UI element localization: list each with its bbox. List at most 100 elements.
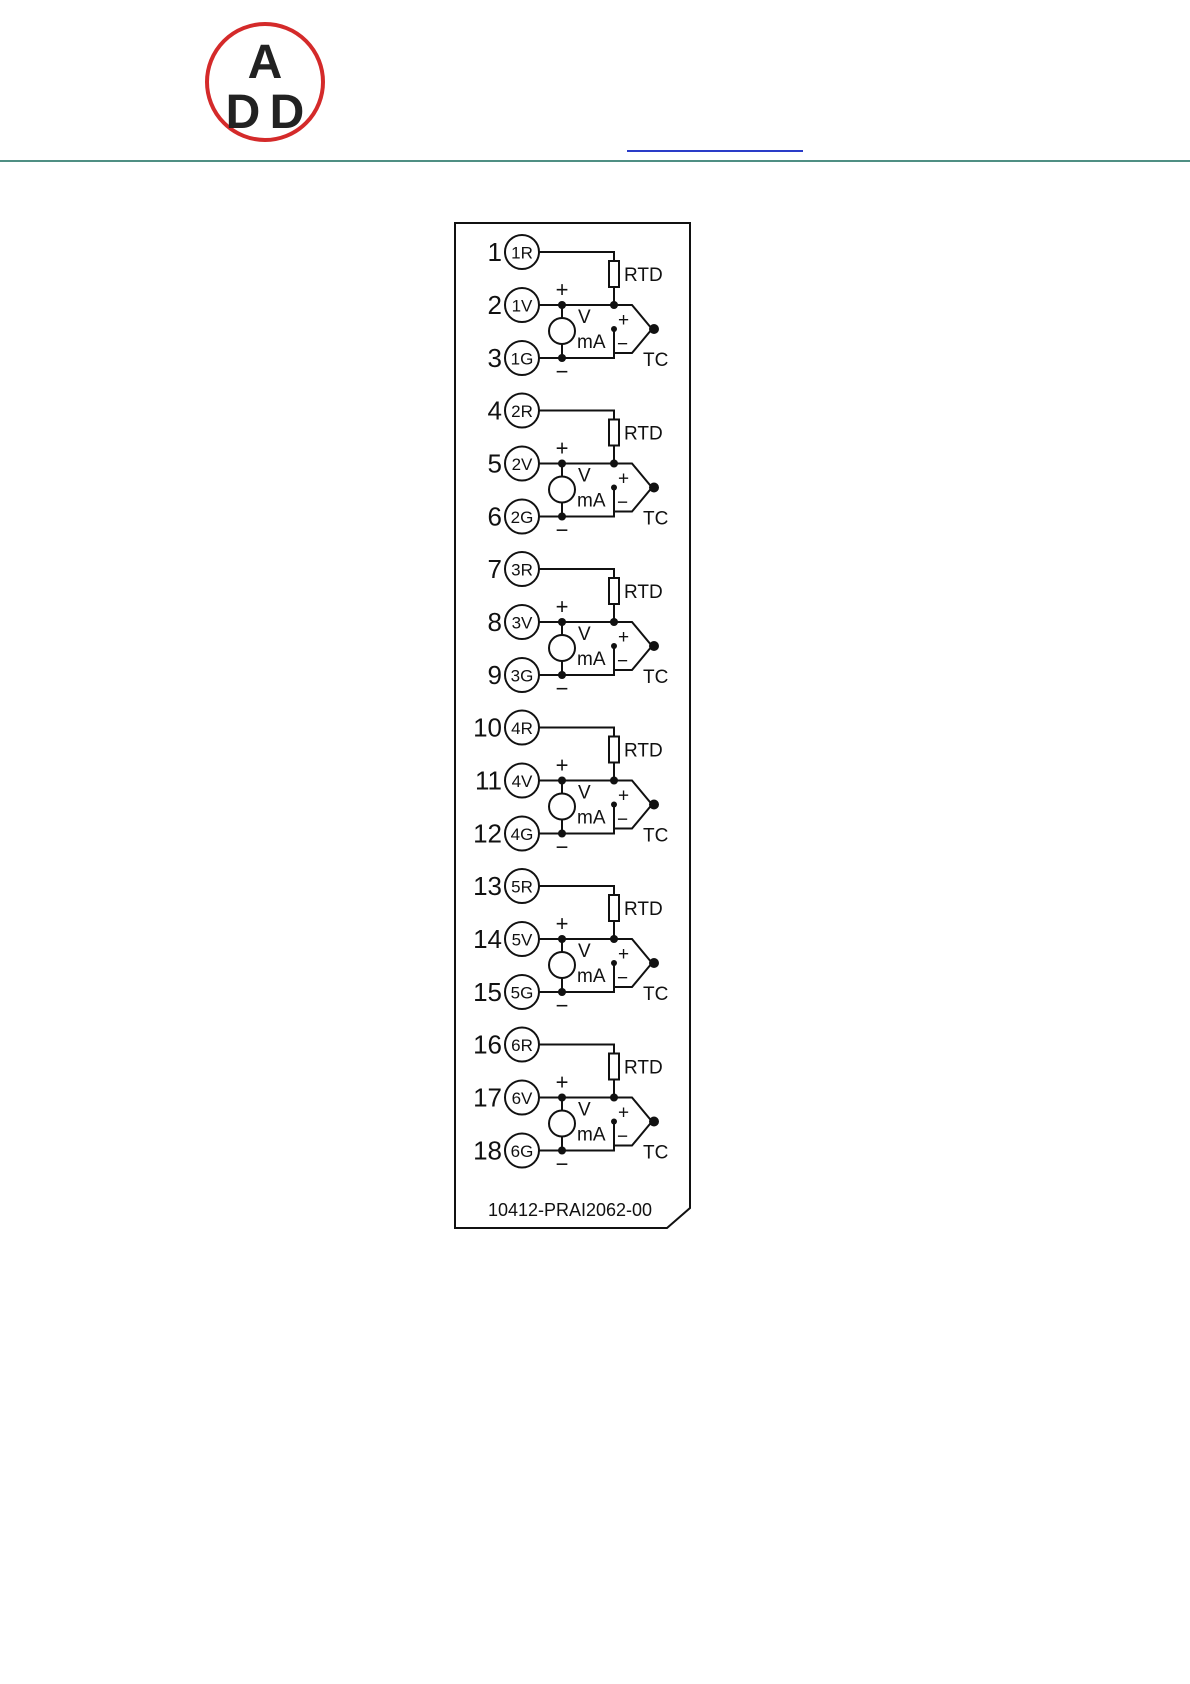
- terminal-id: 1V: [512, 297, 533, 316]
- meter-plus-sign: +: [556, 911, 569, 936]
- tc-label: TC: [643, 350, 668, 371]
- terminal-id: 2V: [512, 455, 533, 474]
- meter-symbol: [549, 318, 575, 344]
- voltage-label: V: [578, 466, 591, 487]
- terminal-number: 16: [473, 1030, 502, 1060]
- meter-minus-sign: −: [556, 1152, 569, 1177]
- meter-plus-sign: +: [556, 436, 569, 461]
- terminal-number: 9: [488, 660, 502, 690]
- meter-minus-sign: −: [556, 676, 569, 701]
- tc-junction: [649, 1117, 659, 1127]
- terminal-number: 15: [473, 977, 502, 1007]
- meter-plus-sign: +: [556, 594, 569, 619]
- rtd-resistor: [609, 420, 619, 446]
- current-label: mA: [577, 332, 606, 353]
- tc-label: TC: [643, 984, 668, 1005]
- terminal-id: 3R: [511, 561, 533, 580]
- meter-minus-sign: −: [556, 835, 569, 860]
- terminal-number: 12: [473, 819, 502, 849]
- tc-minus-sign: −: [617, 810, 628, 831]
- rtd-label: RTD: [624, 741, 663, 762]
- terminal-id: 3V: [512, 614, 533, 633]
- rtd-label: RTD: [624, 899, 663, 920]
- current-label: mA: [577, 966, 606, 987]
- terminal-number: 3: [488, 343, 502, 373]
- terminal-number: 7: [488, 554, 502, 584]
- voltage-label: V: [578, 783, 591, 804]
- terminal-number: 17: [473, 1083, 502, 1113]
- rtd-resistor: [609, 895, 619, 921]
- tc-minus-sign: −: [617, 493, 628, 514]
- rtd-resistor: [609, 737, 619, 763]
- current-label: mA: [577, 491, 606, 512]
- terminal-id: 5G: [511, 984, 534, 1003]
- tc-label: TC: [643, 1143, 668, 1164]
- meter-plus-sign: +: [556, 753, 569, 778]
- voltage-label: V: [578, 941, 591, 962]
- meter-symbol: [549, 952, 575, 978]
- meter-minus-sign: −: [556, 518, 569, 543]
- rtd-resistor: [609, 261, 619, 287]
- tc-label: TC: [643, 667, 668, 688]
- meter-minus-sign: −: [556, 993, 569, 1018]
- current-label: mA: [577, 808, 606, 829]
- header-link-underline[interactable]: [627, 150, 803, 152]
- voltage-label: V: [578, 624, 591, 645]
- wire-r: [539, 1045, 614, 1054]
- tc-label: TC: [643, 509, 668, 530]
- terminal-id: 1G: [511, 350, 534, 369]
- terminal-id: 1R: [511, 244, 533, 263]
- meter-minus-sign: −: [556, 359, 569, 384]
- tc-junction: [649, 324, 659, 334]
- tc-junction: [649, 483, 659, 493]
- rtd-resistor: [609, 578, 619, 604]
- terminal-id: 5R: [511, 878, 533, 897]
- voltage-label: V: [578, 1100, 591, 1121]
- tc-minus-sign: −: [617, 1127, 628, 1148]
- terminal-id: 6G: [511, 1142, 534, 1161]
- terminal-id: 5V: [512, 931, 533, 950]
- logo-letter-bottom-right: D: [270, 86, 305, 139]
- terminal-number: 11: [475, 766, 502, 796]
- terminal-id: 3G: [511, 667, 534, 686]
- terminal-id: 4G: [511, 825, 534, 844]
- wire-r: [539, 411, 614, 420]
- logo-letter-bottom-left: D: [226, 86, 261, 139]
- tc-plus-sign: +: [618, 469, 629, 490]
- meter-plus-sign: +: [556, 277, 569, 302]
- current-label: mA: [577, 649, 606, 670]
- current-label: mA: [577, 1125, 606, 1146]
- wire-r: [539, 569, 614, 578]
- terminal-id: 4V: [512, 772, 533, 791]
- wire-r: [539, 886, 614, 895]
- terminal-number: 13: [473, 871, 502, 901]
- tc-junction: [649, 958, 659, 968]
- meter-symbol: [549, 635, 575, 661]
- rtd-label: RTD: [624, 1058, 663, 1079]
- terminal-number: 1: [488, 237, 502, 267]
- wire-r: [539, 252, 614, 261]
- terminal-id: 2R: [511, 402, 533, 421]
- logo-letter-top: A: [248, 36, 283, 89]
- terminal-number: 4: [488, 396, 502, 426]
- terminal-number: 8: [488, 607, 502, 637]
- tc-minus-sign: −: [617, 968, 628, 989]
- rtd-resistor: [609, 1054, 619, 1080]
- meter-plus-sign: +: [556, 1070, 569, 1095]
- tc-junction: [649, 800, 659, 810]
- terminal-number: 5: [488, 449, 502, 479]
- terminal-id: 2G: [511, 508, 534, 527]
- voltage-label: V: [578, 307, 591, 328]
- tc-plus-sign: +: [618, 944, 629, 965]
- header-divider: [0, 160, 1190, 162]
- meter-symbol: [549, 1111, 575, 1137]
- terminal-id: 6R: [511, 1036, 533, 1055]
- terminal-number: 2: [488, 290, 502, 320]
- terminal-number: 10: [473, 713, 502, 743]
